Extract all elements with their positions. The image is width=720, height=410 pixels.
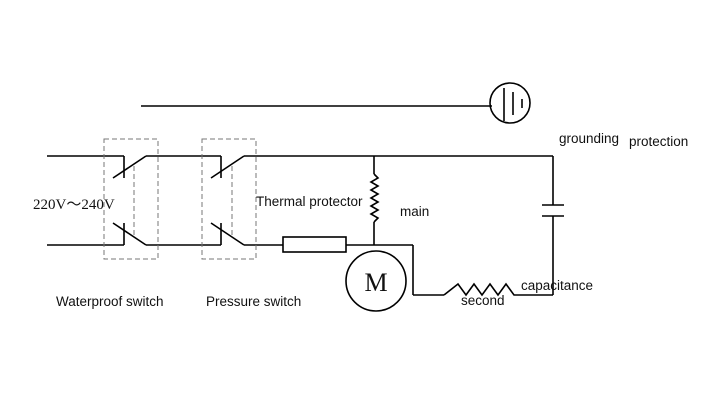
pressure-switch-label: Pressure switch: [206, 294, 301, 309]
thermal-protector-label: Thermal protector: [256, 194, 363, 209]
main-winding: [369, 156, 380, 245]
grounding-label: grounding: [559, 131, 619, 146]
second-label: second: [461, 293, 505, 308]
thermal-protector: [282, 236, 347, 253]
top-line-wire: [47, 155, 553, 179]
pressure-switch: [201, 138, 257, 260]
capacitance-label: capacitance: [521, 278, 593, 293]
motor: M: [345, 250, 407, 312]
protection-label: protection: [629, 134, 688, 149]
bottom-line-wire: [47, 222, 283, 246]
waterproof-switch: [103, 138, 159, 260]
waterproof-switch-label: Waterproof switch: [56, 294, 164, 309]
capacitor: [542, 156, 564, 295]
voltage-label: 220V～240V: [33, 197, 115, 213]
motor-label: M: [364, 268, 387, 297]
second-winding: [412, 245, 553, 297]
main-label: main: [400, 204, 429, 219]
ground-symbol: [489, 82, 531, 124]
